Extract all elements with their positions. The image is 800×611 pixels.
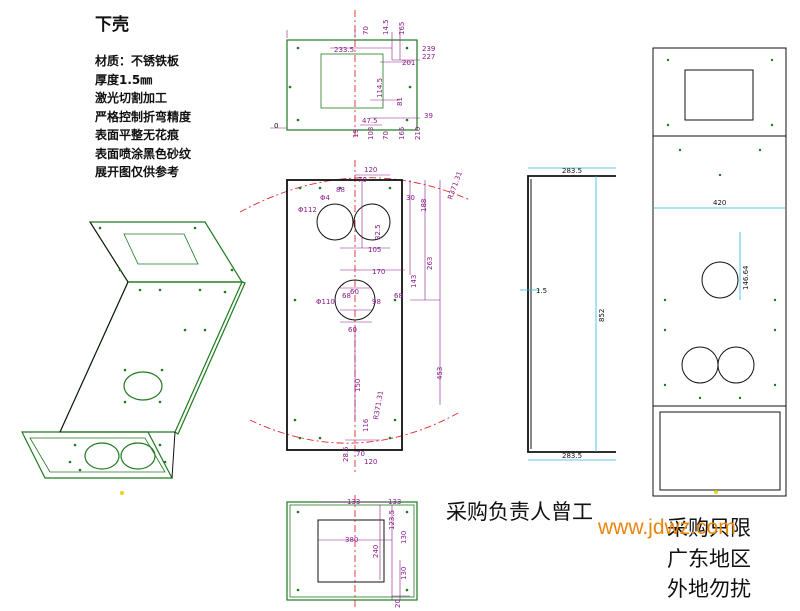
spec-item: 表面平整无花痕: [95, 128, 180, 142]
dim-main-30: 30: [406, 194, 415, 202]
purchaser-note: 采购负责人曾工: [446, 500, 593, 524]
main-view-holes: [293, 186, 397, 440]
unfolded-panel-view: 420 146.64: [652, 47, 787, 497]
spec-item: 表面喷涂黑色砂纹: [95, 146, 192, 161]
dim-bottom-123-5: 123.5: [388, 510, 396, 530]
no-outside-note: 外地勿扰: [667, 577, 751, 601]
isometric-holes: [68, 226, 234, 472]
main-fan-hole: [334, 279, 376, 321]
dim-bottom-380: 380: [345, 536, 358, 544]
dim-main-phi4: Φ4: [320, 194, 331, 202]
dim-main-68b: 68: [394, 292, 403, 300]
spec-item: 激光切割加工: [95, 91, 168, 105]
spec-item: 厚度1.5㎜: [95, 72, 153, 87]
dim-main-143: 143: [410, 275, 418, 288]
isometric-speaker-hole-right: [120, 442, 156, 470]
dim-top-70b: 70: [382, 131, 390, 140]
dim-main-116: 116: [362, 418, 370, 432]
dim-top-165b: 165: [398, 127, 406, 140]
dim-bottom-20: 20: [394, 599, 402, 608]
main-speaker-hole-left: [316, 203, 354, 241]
dim-main-phi112: Φ112: [298, 206, 317, 214]
dim-main-70: 70: [358, 176, 367, 184]
dim-top-47-5: 47.5: [362, 117, 378, 125]
unfolded-speaker-left: [681, 346, 719, 384]
dim-top-114-5: 114.5: [376, 78, 384, 98]
dim-bottom-240: 240: [372, 545, 380, 558]
dim-top-233-5: 233.5: [334, 46, 354, 54]
isometric-window-cutout: [123, 233, 199, 265]
dim-side-852: 852: [598, 309, 606, 322]
unfolded-fan-hole: [701, 261, 739, 299]
main-front-view: 120 70 30 Φ4 88 188 R371.31 Φ112 32.5 10…: [239, 160, 471, 472]
dim-side-1-5: 1.5: [536, 287, 547, 295]
dim-main-phi110: Φ110: [316, 298, 335, 306]
unfolded-holes: [663, 58, 777, 400]
dim-top-239: 239: [422, 45, 435, 53]
dim-top-227: 227: [422, 53, 435, 61]
purchase-limit-note: 采购只限: [667, 516, 751, 540]
bottom-view-holes: [296, 510, 409, 592]
dim-bottom-133b: 133: [388, 498, 401, 506]
dim-top-0: 0: [274, 122, 278, 130]
dim-main-120: 120: [364, 166, 377, 174]
isometric-fan-hole: [123, 371, 163, 401]
dim-main-68a: 68: [342, 292, 351, 300]
top-view-holes: [288, 46, 412, 122]
page-title: 下壳: [95, 15, 129, 35]
dim-main-32-5: 32.5: [374, 224, 382, 240]
dim-bottom-130b: 130: [400, 567, 408, 580]
dim-top-165: 165: [398, 22, 406, 35]
dim-bottom-130a: 130: [400, 531, 408, 544]
dim-top-81: 81: [396, 97, 404, 106]
bottom-view-window: [317, 519, 385, 583]
dim-unfold-146-64: 146.64: [742, 265, 750, 290]
region-note: 广东地区: [667, 547, 751, 571]
dim-main-453: 453: [436, 367, 444, 380]
dim-top-201: 201: [402, 59, 415, 67]
dim-bottom-133a: 133: [347, 498, 360, 506]
bottom-panel-view: 133 133 380 123.5 240 130 130 20: [286, 495, 418, 610]
dim-top-210: 210: [414, 127, 422, 140]
dim-main-263: 263: [426, 257, 434, 270]
dim-main-60b: 60: [348, 326, 357, 334]
side-profile-view: 283.5 1.5 852 283.5: [520, 167, 616, 461]
dim-unfold-420: 420: [713, 199, 726, 207]
dim-main-120b: 120: [364, 458, 377, 466]
spec-item: 严格控制折弯精度: [95, 109, 192, 124]
dim-top-14-5: 14.5: [382, 19, 390, 35]
dim-main-r371b: R371.31: [372, 390, 385, 420]
dim-main-98: 98: [372, 298, 381, 306]
main-speaker-hole-right: [353, 203, 391, 241]
watermark: www.jdwz.com: [598, 516, 736, 539]
isometric-view: [21, 221, 246, 495]
spec-item: 材质：不锈铁板: [95, 54, 180, 68]
isometric-speaker-hole-left: [84, 442, 120, 470]
top-view-window: [320, 53, 384, 109]
spec-item: 展开图仅供参考: [95, 165, 180, 179]
top-flange-view: 70 14.5 165 233.5 239 227 201 114.5 81 3…: [270, 10, 435, 140]
dim-main-70b: 70: [356, 450, 365, 458]
dim-side-283-5: 283.5: [562, 167, 582, 175]
dim-side-283-5b: 283.5: [562, 452, 582, 460]
unfolded-speaker-right: [717, 346, 755, 384]
dim-top-70: 70: [362, 26, 370, 35]
unfolded-window-top: [684, 69, 754, 121]
dim-main-188: 188: [420, 199, 428, 212]
dim-main-60a: 60: [350, 288, 359, 296]
dim-top-103: 103: [367, 127, 375, 140]
dim-main-170: 170: [372, 268, 385, 276]
dim-main-105: 105: [368, 246, 381, 254]
unfolded-window-bottom: [659, 411, 781, 491]
dim-main-28-5: 28.5: [342, 446, 350, 462]
dim-top-39: 39: [424, 112, 433, 120]
dim-main-150: 150: [354, 379, 362, 392]
dim-main-88: 88: [336, 186, 345, 194]
dim-top-19: 19: [352, 129, 360, 138]
